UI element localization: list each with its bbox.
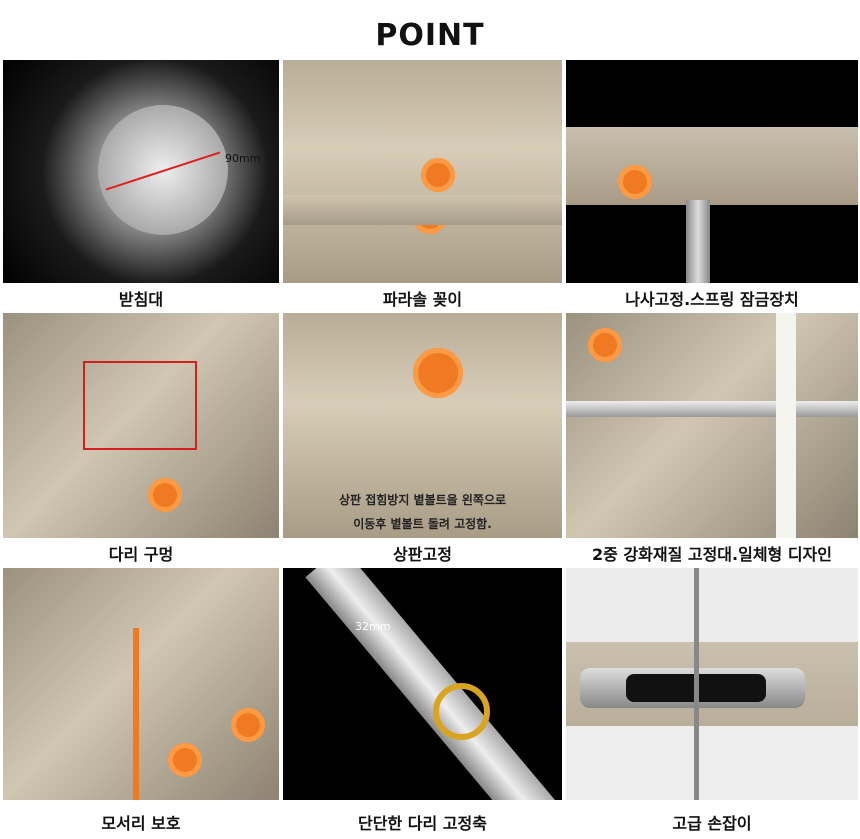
parasol-socket <box>421 158 455 192</box>
highlight-box <box>83 361 197 450</box>
feature-caption: 단단한 다리 고정축 <box>358 814 487 833</box>
screw-lock-photo <box>566 60 858 283</box>
feature-reinforced-frame: 2중 강화재질 고정대.일체형 디자인 <box>566 313 858 566</box>
feature-caption: 파라솔 꽂이 <box>382 290 463 309</box>
feature-caption: 상판고정 <box>393 545 452 564</box>
feature-caption: 다리 구멍 <box>108 545 174 564</box>
stand-photo: 90mm <box>3 60 279 283</box>
leg-hole-photo <box>3 313 279 538</box>
section-title: POINT <box>375 18 485 53</box>
instruction-line-2: 이동후 볕볼트 돌려 고정함. <box>353 517 492 531</box>
feature-caption: 받침대 <box>118 290 164 309</box>
feature-handle: 고급 손잡이 <box>566 568 858 839</box>
knob <box>231 708 265 742</box>
corner-protect-photo <box>3 568 279 800</box>
knob <box>168 743 202 777</box>
leg-axis-photo: 32mm <box>283 568 562 800</box>
feature-corner-protect: 모서리 보호 <box>3 568 279 839</box>
knob <box>148 478 182 512</box>
feature-leg-axis: 32mm 단단한 다리 고정축 <box>283 568 562 839</box>
feature-leg-hole: 다리 구멍 <box>3 313 279 566</box>
feature-caption: 2중 강화재질 고정대.일체형 디자인 <box>591 545 832 564</box>
feature-caption: 고급 손잡이 <box>672 814 752 833</box>
feature-stand: 90mm 받침대 <box>3 60 279 310</box>
feature-parasol-holder: 파라솔 꽂이 <box>283 60 562 310</box>
feature-caption: 나사고정.스프링 잠금장치 <box>625 290 799 309</box>
feature-caption: 모서리 보호 <box>101 814 181 833</box>
knob <box>413 348 463 398</box>
instruction-line-1: 상판 접힘방지 볕볼트을 왼쪽으로 <box>338 493 507 507</box>
reinforced-frame-photo <box>566 313 858 538</box>
parasol-holder-photo <box>283 60 562 283</box>
knob <box>618 165 652 199</box>
dimension-label: 90mm <box>225 152 261 165</box>
feature-screw-lock: 나사고정.스프링 잠금장치 <box>566 60 858 310</box>
handle-photo <box>566 568 858 800</box>
top-fix-photo: 상판 접힘방지 볕볼트을 왼쪽으로 이동후 볕볼트 돌려 고정함. <box>283 313 562 538</box>
knob <box>588 328 622 362</box>
dimension-label: 32mm <box>355 620 391 633</box>
feature-top-fix: 상판 접힘방지 볕볼트을 왼쪽으로 이동후 볕볼트 돌려 고정함. 상판고정 <box>283 313 562 566</box>
